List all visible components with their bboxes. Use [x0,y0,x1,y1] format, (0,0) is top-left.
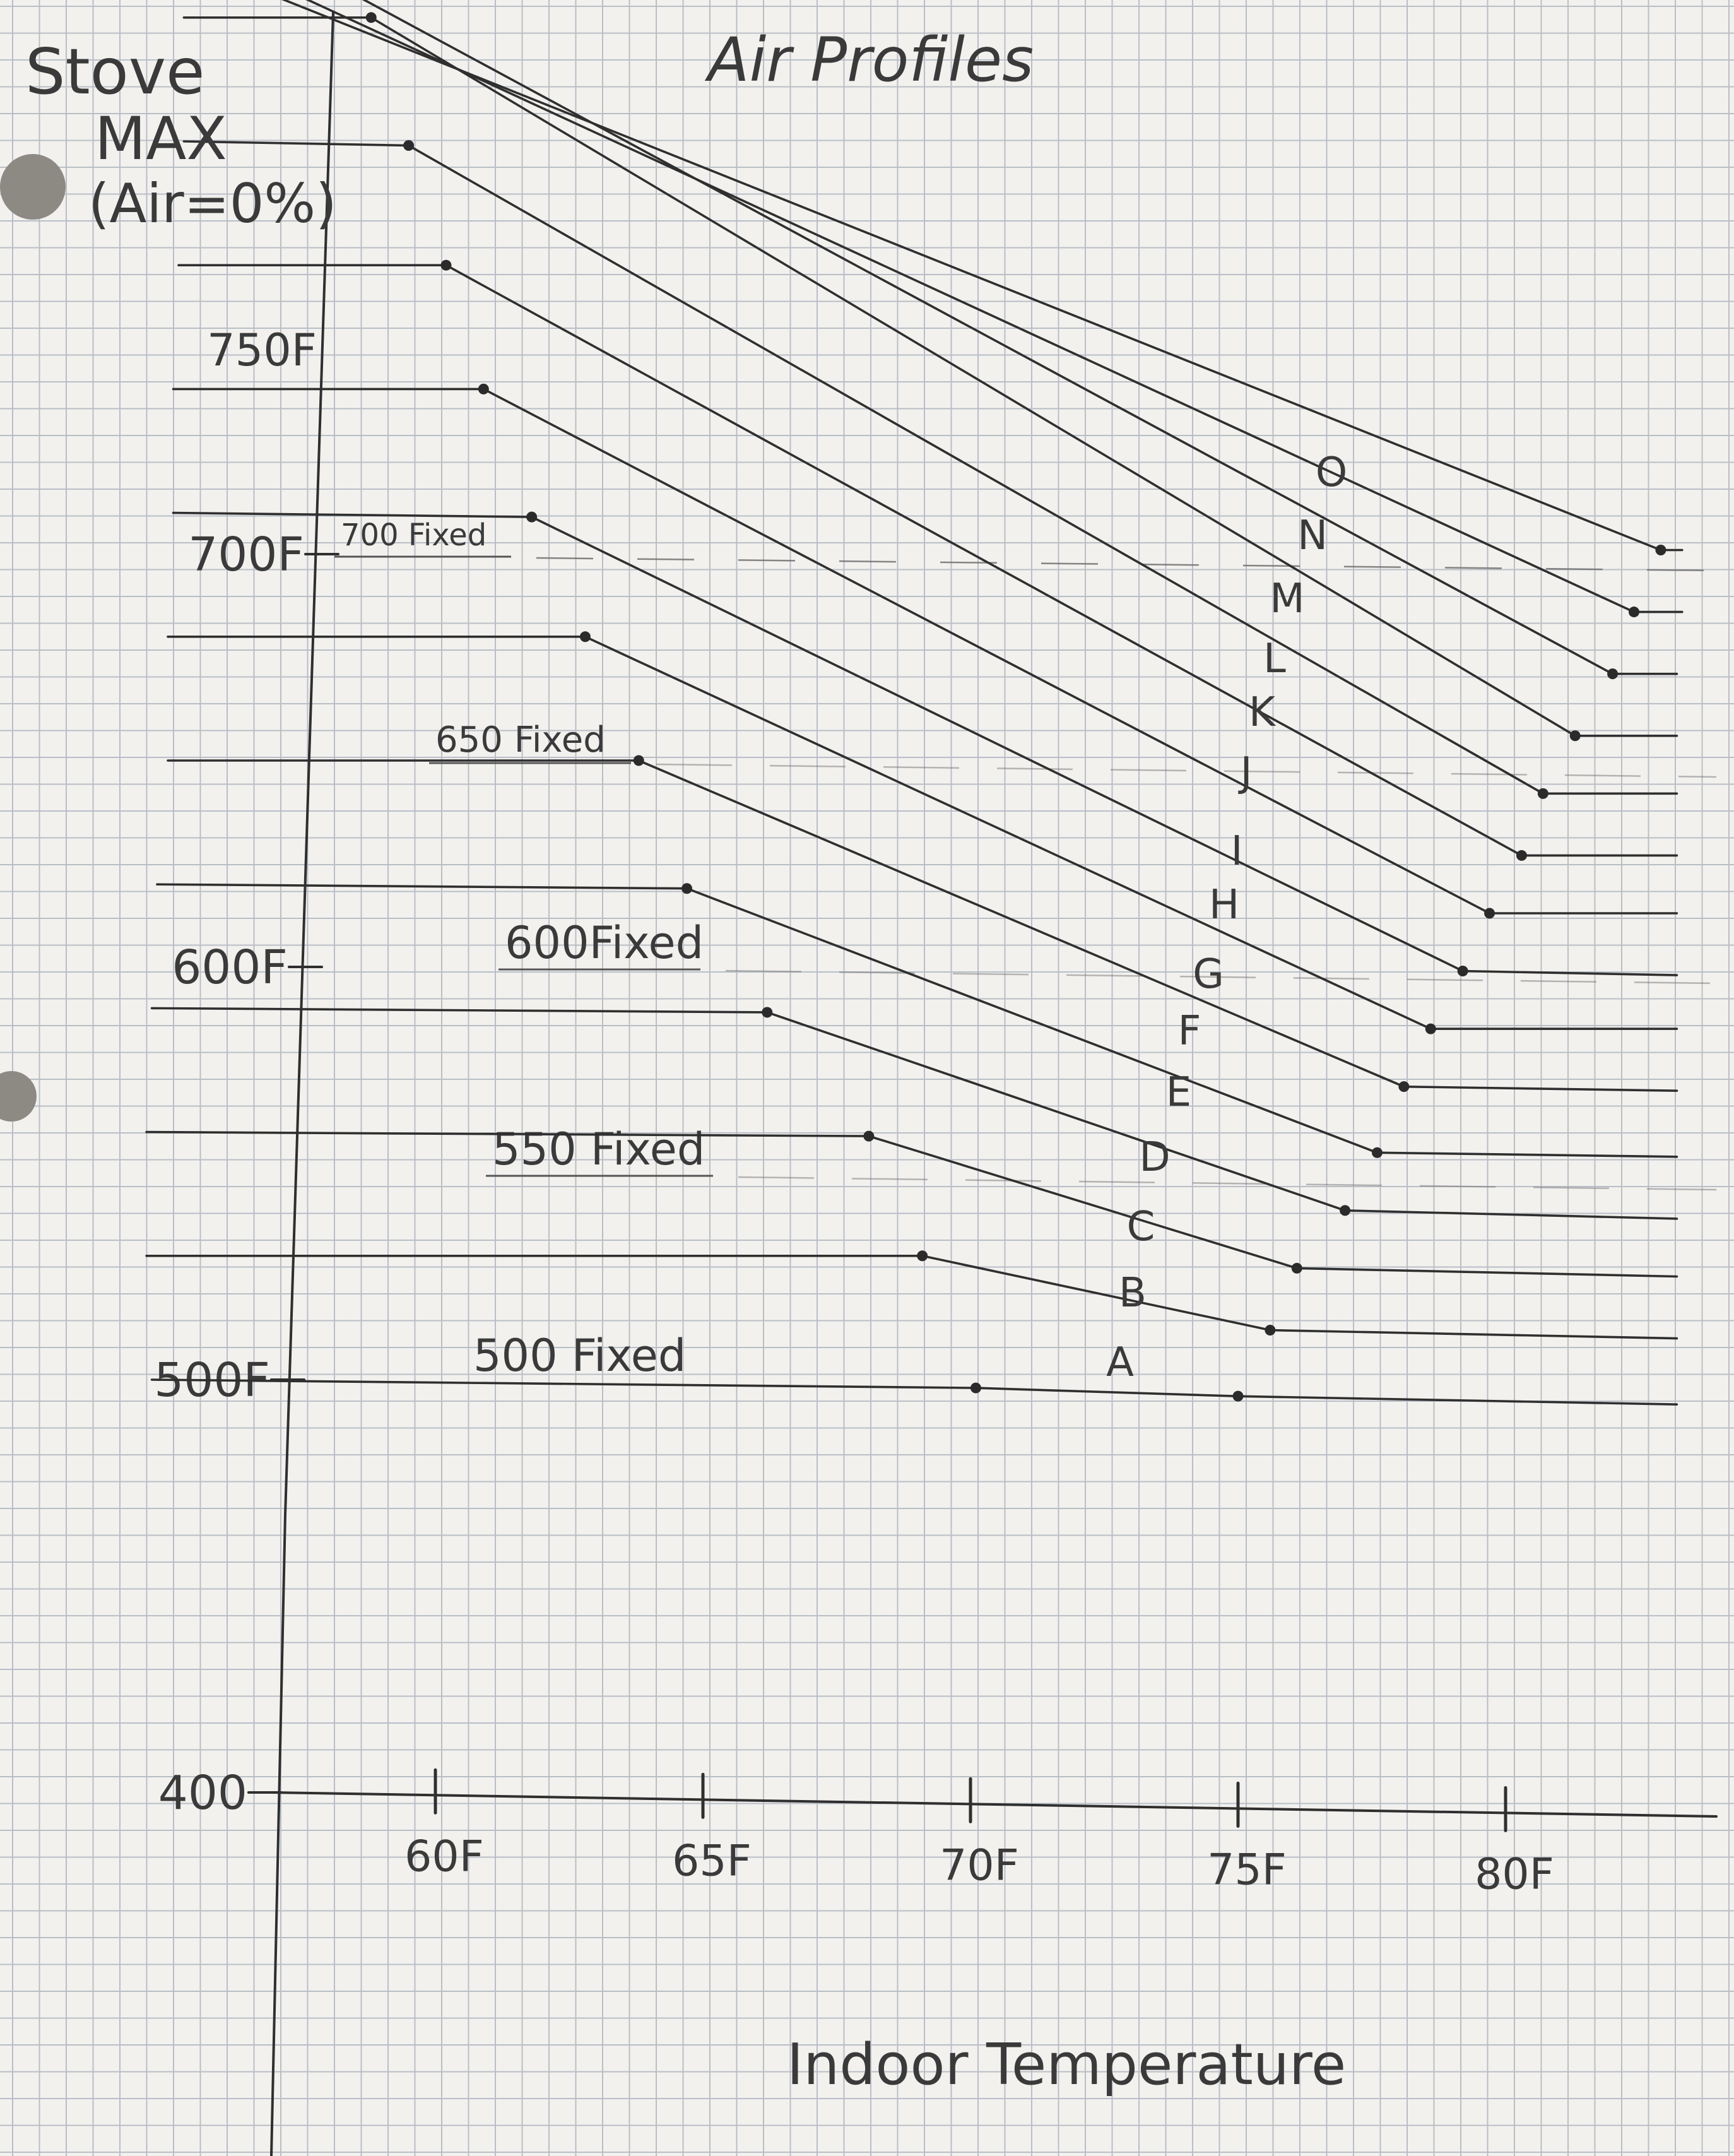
breakpoint-marker [1265,1325,1276,1336]
y-axis-line [270,11,334,2156]
chart-text: Air Profiles Stove MAX (Air=0%) Indoor T… [25,25,1346,2098]
series-label-l: L [1263,636,1286,682]
punch-hole-middle [0,1071,37,1122]
breakpoint-marker [579,631,591,643]
breakpoint-marker [970,1382,981,1394]
y-tick-label: 700F [188,528,304,582]
y-axis-label: Stove [25,35,205,109]
series-label-e: E [1166,1069,1191,1116]
series-line-i [172,388,1678,915]
series-label-g: G [1193,951,1224,998]
breakpoint-marker [1425,1023,1436,1034]
x-tick-label: 80F [1475,1849,1554,1899]
series-line-e [156,883,1678,1158]
x-tick-label: 65F [672,1836,752,1886]
fixed-reference-label: 550 Fixed [492,1123,705,1175]
series-label-c: C [1127,1204,1155,1250]
chart-title: Air Profiles [704,25,1034,95]
series-label-a: A [1106,1339,1134,1386]
series-line-n [305,0,1684,613]
series-line-b [145,1255,1678,1340]
breakpoint-marker [762,1007,773,1018]
y-tick-label: 750F [207,324,317,376]
series-line-f [167,759,1678,1092]
series-label-o: O [1316,449,1347,496]
x-tick-label: 70F [940,1840,1019,1890]
series-label-f: F [1178,1008,1201,1055]
series-line-j [177,264,1678,857]
max-label: MAX [95,105,227,174]
reference-lines: 500 Fixed 550 Fixed 600Fixed 650 Fixed 700 F… [334,518,1717,1382]
series-label-k: K [1249,689,1277,736]
breakpoint-marker [1607,668,1619,680]
y-tick-label: 600F [172,940,288,995]
x-axis-label: Indoor Temperature [787,2032,1347,2098]
series-line-m [362,0,1678,675]
breakpoint-marker [1629,607,1640,618]
series-line-c [145,1130,1678,1278]
series-label-n: N [1297,512,1328,559]
series-line-h [172,511,1678,976]
series-line-o [281,0,1684,552]
series-line-g [167,636,1678,1030]
breakpoint-marker [1398,1081,1410,1093]
x-tick-label: 75F [1207,1845,1287,1895]
breakpoint-marker [633,755,644,766]
fixed-reference-label: 500 Fixed [473,1330,686,1382]
series-line-k [182,140,1678,795]
breakpoint-marker [526,511,538,523]
breakpoint-marker [1340,1205,1351,1216]
y-tick-label: 400 [158,1766,247,1820]
breakpoint-marker [478,383,489,394]
fixed-reference-label: 700 Fixed [341,518,487,553]
max-sublabel: (Air=0%) [88,172,337,235]
series-line-a [150,1378,1678,1406]
breakpoint-marker [1291,1262,1302,1274]
x-tick-label: 60F [404,1832,484,1881]
breakpoint-marker [1655,544,1666,555]
breakpoint-marker [1371,1147,1383,1158]
breakpoint-marker [1569,730,1581,742]
breakpoint-marker [440,259,452,271]
series-line-d [150,1007,1678,1220]
series-label-m: M [1270,576,1304,622]
series-label-d: D [1139,1134,1170,1181]
breakpoint-marker [863,1130,875,1142]
punch-hole-top [0,154,66,220]
breakpoint-marker [403,140,415,151]
breakpoint-marker [1232,1390,1244,1402]
series-label-b: B [1119,1270,1147,1317]
fixed-reference-label: 650 Fixed [435,720,606,761]
fixed-reference-extension [656,763,1717,778]
series-label-j: J [1238,749,1253,796]
breakpoint-marker [1457,966,1468,977]
series-line-l [182,16,1678,737]
x-axis-line [270,1791,1718,1818]
breakpoint-marker [1516,850,1527,861]
breakpoint-marker [1484,908,1495,919]
fixed-reference-label: 600Fixed [505,917,704,969]
breakpoint-marker [681,883,693,894]
breakpoint-marker [365,12,377,23]
breakpoint-marker [917,1250,928,1262]
series-label-i: I [1231,828,1243,875]
fixed-reference-extension [738,1176,1717,1191]
breakpoint-marker [1537,788,1548,799]
fixed-reference-extension [725,969,1717,985]
series-label-h: H [1209,882,1239,928]
